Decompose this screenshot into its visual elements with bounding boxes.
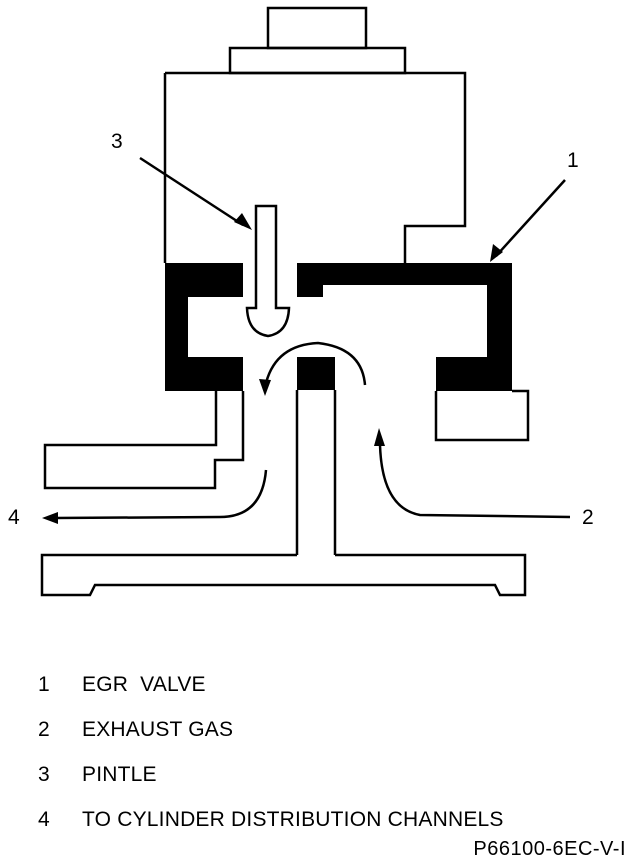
flow-arrow-exhaust-in bbox=[378, 444, 571, 519]
callout-leader-3 bbox=[139, 156, 244, 227]
valve-housing bbox=[163, 71, 467, 263]
arrow-head-exhaust bbox=[374, 428, 385, 446]
pintle bbox=[245, 204, 291, 338]
legend-text: PINTLE bbox=[82, 763, 157, 786]
inlet-box bbox=[434, 389, 530, 442]
base-plate bbox=[40, 553, 527, 597]
arrow-head-outlet bbox=[42, 512, 58, 524]
cap-base bbox=[228, 46, 407, 75]
callout-number-2: 2 bbox=[582, 506, 594, 529]
legend-number: 4 bbox=[38, 808, 50, 831]
callout-number-4: 4 bbox=[8, 506, 20, 529]
legend-number: 2 bbox=[38, 718, 50, 741]
legend-item: 1 EGR VALVE bbox=[38, 662, 618, 707]
arrow-head-3 bbox=[234, 213, 252, 230]
figure-code: P66100-6EC-V-I bbox=[473, 838, 626, 860]
legend-text: EXHAUST GAS bbox=[82, 718, 234, 741]
flow-arrow-over-seat bbox=[264, 341, 367, 386]
legend-item: 2 EXHAUST GAS bbox=[38, 707, 618, 752]
callout-number-3: 3 bbox=[111, 130, 123, 153]
legend-text: TO CYLINDER DISTRIBUTION CHANNELS bbox=[82, 808, 504, 831]
arrow-head-seat bbox=[259, 379, 271, 396]
egr-valve-diagram: 3 1 2 4 bbox=[8, 6, 594, 597]
valve-seat-body bbox=[165, 263, 512, 391]
arrow-head-1 bbox=[490, 244, 503, 262]
top-cap bbox=[266, 6, 368, 50]
flow-arrow-outlet bbox=[54, 469, 268, 520]
legend-text: EGR VALVE bbox=[82, 673, 206, 696]
legend-item: 4 TO CYLINDER DISTRIBUTION CHANNELS bbox=[38, 797, 618, 842]
center-post bbox=[295, 390, 337, 555]
legend-number: 1 bbox=[38, 673, 50, 696]
legend: 1 EGR VALVE 2 EXHAUST GAS 3 PINTLE 4 TO … bbox=[38, 662, 618, 842]
legend-number: 3 bbox=[38, 763, 50, 786]
legend-item: 3 PINTLE bbox=[38, 752, 618, 797]
callout-number-1: 1 bbox=[567, 149, 579, 172]
callout-leader-1 bbox=[495, 179, 566, 257]
outlet-passage bbox=[43, 391, 245, 490]
